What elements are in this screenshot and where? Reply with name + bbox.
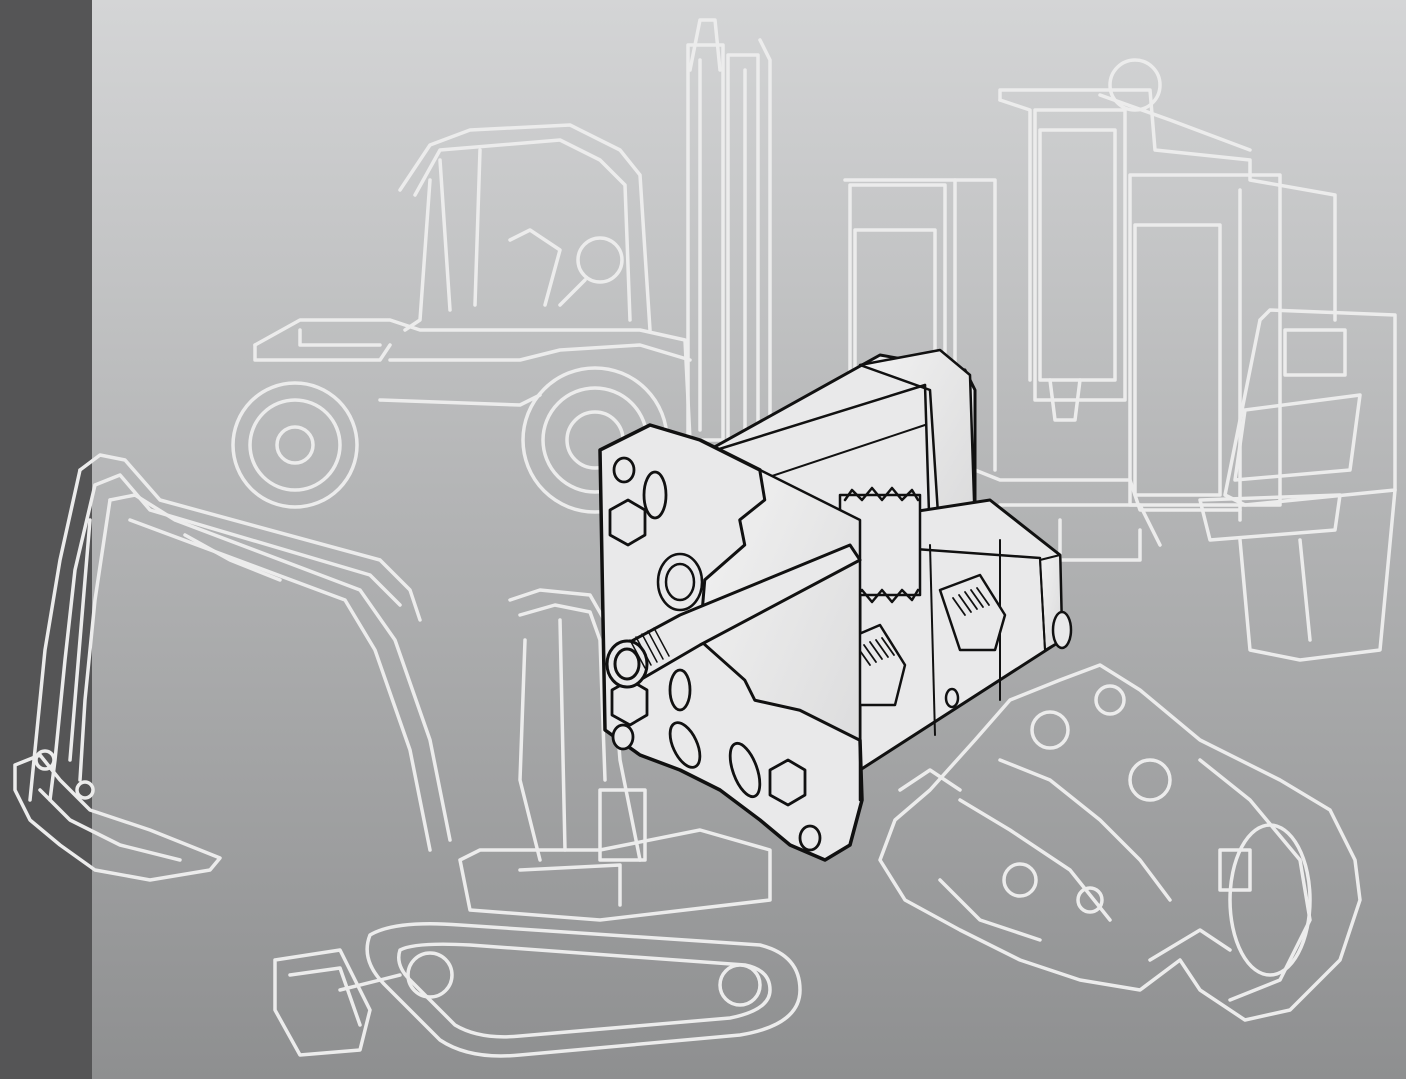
- side-bar: [0, 0, 92, 1079]
- engine-outline: [878, 663, 1362, 1022]
- mini-excavator-outline: [13, 453, 802, 1058]
- gear-pump-cutaway: [598, 348, 1073, 862]
